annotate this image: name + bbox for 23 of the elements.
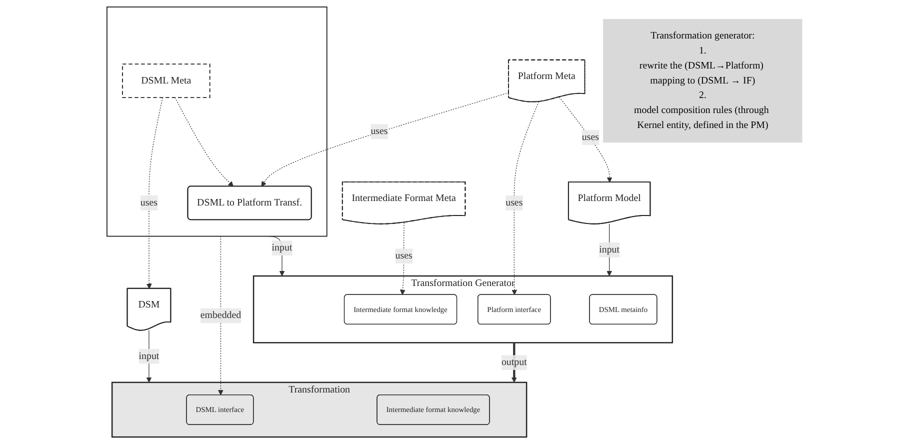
arrow [261,92,510,187]
edge-label: input [272,242,292,254]
cluster [106,6,328,237]
arrow [512,101,540,295]
edge-label: uses [395,250,412,262]
arrow [146,330,152,383]
edge-label: uses [140,197,158,208]
arrow [146,97,163,289]
arrow [266,236,285,276]
arrow [218,236,224,396]
node-box: DSML Meta [122,64,210,98]
arrow [559,96,612,183]
edge-label: uses [370,126,388,137]
arrow [174,97,234,187]
arrow [606,224,612,276]
edge-label: input [599,244,620,255]
edge-label: uses [506,197,523,208]
edge-label: embedded [200,310,242,321]
node-box: Transformation generator: 1. rewrite the (DSML→Platform) mapping to (DSML → IF) 2. model composition rules (through Kernel entity, defined in the PM) [603,19,802,143]
edge-label: input [138,350,160,362]
edge-label: output [502,356,527,368]
arrow [400,222,406,295]
edge-label: uses [582,132,600,143]
